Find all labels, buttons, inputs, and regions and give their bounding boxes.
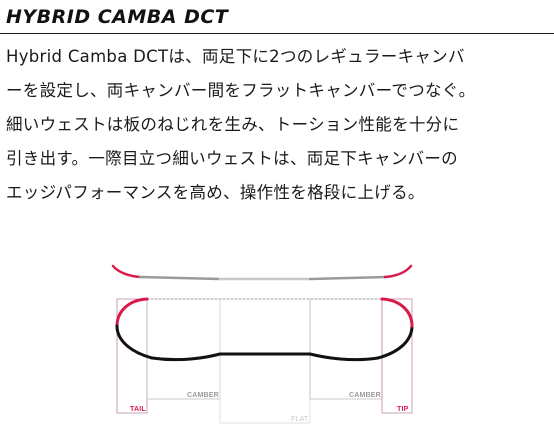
label-tail: TAIL — [130, 406, 146, 413]
side-tip-lower — [376, 324, 414, 360]
top-profile-tail-tip — [111, 264, 142, 279]
zone-box-flat — [219, 298, 311, 424]
side-camber-right — [308, 352, 380, 362]
label-camber-left: CAMBER — [187, 392, 219, 399]
side-tail-lower — [115, 324, 154, 360]
label-flat: FLAT — [291, 416, 309, 423]
description-line: 引き出す。一際目立つ細いウェストは、両足下キャンバーの — [6, 149, 458, 168]
label-camber-right: CAMBER — [349, 392, 381, 399]
board-top-profile — [111, 264, 413, 281]
top-profile-camber-left — [138, 275, 222, 281]
zone-boxes — [116, 298, 413, 424]
board-side-profile — [115, 297, 414, 362]
side-tail-upturn — [115, 297, 149, 328]
description-line: エッジパフォーマンスを高め、操作性を格段に上げる。 — [6, 183, 425, 202]
side-camber-left — [150, 352, 222, 362]
description-line: 細いウェストは板のねじれを生み、トーション性能を十分に — [6, 115, 460, 134]
description-paragraph: Hybrid Camba DCTは、両足下に2つのレギュラーキャンバ ーを設定し… — [6, 40, 554, 210]
zone-box-camber-right — [309, 298, 383, 400]
section-title: HYBRID CAMBA DCT — [6, 6, 229, 28]
zone-box-camber-left — [146, 298, 221, 400]
description-line: ーを設定し、両キャンバー間をフラットキャンバーでつなぐ。 — [6, 81, 476, 100]
description-line: Hybrid Camba DCTは、両足下に2つのレギュラーキャンバ — [6, 47, 465, 66]
top-profile-nose-tip — [383, 264, 413, 279]
side-tip-upturn — [380, 297, 414, 328]
top-profile-camber-right — [308, 275, 387, 281]
title-divider — [0, 33, 554, 34]
label-tip: TIP — [397, 406, 409, 413]
